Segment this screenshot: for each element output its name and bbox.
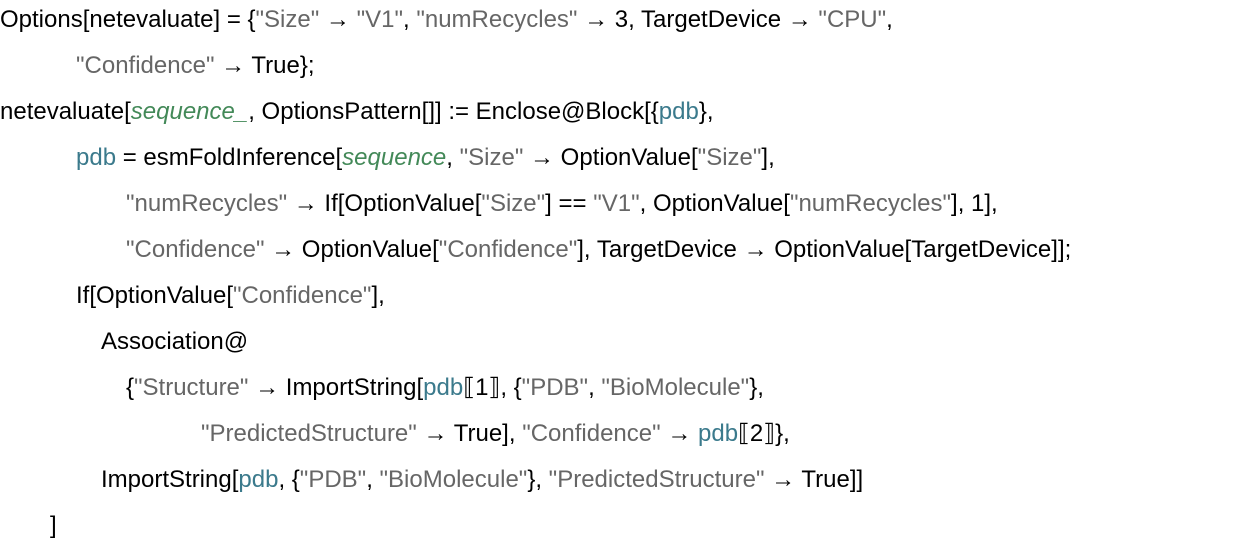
code-text: }, <box>527 466 549 493</box>
string-literal: "Confidence" <box>126 236 265 263</box>
code-line: ] <box>50 503 57 549</box>
string-literal: "Confidence" <box>76 52 215 79</box>
code-line: Association@ <box>101 319 248 365</box>
code-text: → True}; <box>214 52 315 79</box>
string-literal: "PredictedStructure" <box>548 466 765 493</box>
string-literal: "PDB" <box>299 466 367 493</box>
code-text: }, <box>698 98 714 125</box>
code-text: }, <box>749 374 764 401</box>
string-literal: "Confidence" <box>232 282 372 309</box>
local-variable: pdb <box>238 466 279 493</box>
string-literal: "BioMolecule" <box>379 466 528 493</box>
code-line: Options[netevaluate] = {"Size" → "V1", "… <box>0 0 893 43</box>
code-line: "Confidence" → True}; <box>76 43 315 89</box>
code-text: , { <box>278 466 300 493</box>
code-line: pdb = esmFoldInference[sequence, "Size" … <box>76 135 775 181</box>
code-text: → <box>319 6 357 33</box>
code-text: → True]] <box>764 466 864 493</box>
local-variable: pdb <box>698 420 739 447</box>
string-literal: "Confidence" <box>522 420 661 447</box>
string-literal: "Size" <box>255 6 320 33</box>
code-text: , <box>886 6 893 33</box>
string-literal: "Size" <box>481 190 546 217</box>
code-text: , OptionValue[ <box>639 190 790 217</box>
code-text: → OptionValue[ <box>264 236 439 263</box>
code-text: → OptionValue[ <box>523 144 698 171</box>
code-line: {"Structure" → ImportString[pdb⟦1⟧, {"PD… <box>126 365 764 411</box>
string-literal: "numRecycles" <box>126 190 288 217</box>
code-text: If[OptionValue[ <box>76 282 233 309</box>
code-text: → ImportString[ <box>248 374 424 401</box>
code-text: , <box>446 144 460 171</box>
code-text: , <box>366 466 380 493</box>
string-literal: "CPU" <box>818 6 887 33</box>
string-literal: "PredictedStructure" <box>201 420 417 447</box>
code-text: Options[netevaluate] = { <box>0 6 256 33</box>
string-literal: "Structure" <box>134 374 249 401</box>
code-text: → <box>660 420 698 447</box>
code-text: , <box>588 374 602 401</box>
code-text: , <box>403 6 417 33</box>
code-text: ⟦1⟧, { <box>463 374 522 401</box>
string-literal: "numRecycles" <box>789 190 952 217</box>
code-line: "numRecycles" → If[OptionValue["Size"] =… <box>126 181 998 227</box>
local-variable: pdb <box>76 144 117 171</box>
code-text: → True], <box>416 420 523 447</box>
pattern-variable: sequence_ <box>130 98 249 125</box>
string-literal: "numRecycles" <box>416 6 578 33</box>
code-text: , OptionsPattern[]] := Enclose@Block[{ <box>248 98 659 125</box>
code-text: ImportString[ <box>101 466 239 493</box>
pattern-variable: sequence <box>342 144 447 171</box>
code-text: ], TargetDevice → OptionValue[TargetDevi… <box>577 236 1072 263</box>
string-literal: "Confidence" <box>438 236 578 263</box>
string-literal: "Size" <box>459 144 524 171</box>
string-literal: "BioMolecule" <box>601 374 750 401</box>
code-text: ], <box>761 144 775 171</box>
local-variable: pdb <box>423 374 464 401</box>
string-literal: "PDB" <box>521 374 589 401</box>
string-literal: "Size" <box>697 144 762 171</box>
code-text: netevaluate[ <box>0 98 131 125</box>
string-literal: "V1" <box>356 6 403 33</box>
code-line: ImportString[pdb, {"PDB", "BioMolecule"}… <box>101 457 863 503</box>
code-line: "PredictedStructure" → True], "Confidenc… <box>201 411 790 457</box>
code-line: "Confidence" → OptionValue["Confidence"]… <box>126 227 1071 273</box>
code-text: Association@ <box>101 328 249 355</box>
code-text: → If[OptionValue[ <box>287 190 482 217</box>
code-text: { <box>126 374 135 401</box>
local-variable: pdb <box>658 98 699 125</box>
code-text: ] <box>50 512 57 539</box>
code-text: = esmFoldInference[ <box>116 144 343 171</box>
code-text: ] == <box>545 190 594 217</box>
string-literal: "V1" <box>593 190 640 217</box>
code-text: ], 1], <box>951 190 998 217</box>
code-line: netevaluate[sequence_, OptionsPattern[]]… <box>0 89 714 135</box>
code-text: → 3, TargetDevice → <box>577 6 819 33</box>
code-text: ], <box>371 282 385 309</box>
code-text: ⟦2⟧}, <box>738 420 790 447</box>
code-line: If[OptionValue["Confidence"], <box>76 273 385 319</box>
